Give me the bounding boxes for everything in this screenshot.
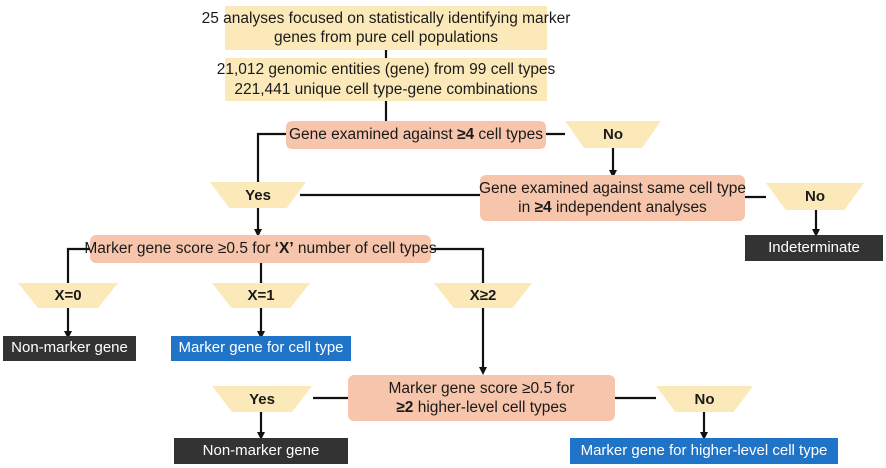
q2-line-1: Gene examined against same cell type — [478, 179, 747, 197]
gene-examined-analyses-box: Gene examined against same cell type in … — [478, 175, 747, 221]
start-line-1: 25 analyses focused on statistically ide… — [201, 9, 571, 27]
non-marker-gene-box-1: Non-marker gene — [3, 336, 136, 361]
marker-score-higher-level-box: Marker gene score ≥0.5 for ≥2 higher-lev… — [348, 375, 615, 421]
connector-q3-x2 — [431, 247, 485, 283]
entities-box: 21,012 genomic entities (gene) from 99 c… — [217, 58, 555, 101]
gene-examined-cell-types-box: Gene examined against ≥4 cell types — [286, 121, 546, 149]
connector-q1-yes — [256, 132, 286, 182]
no-label-1: No — [565, 121, 661, 148]
entities-line-2: 221,441 unique cell type-gene combinatio… — [234, 80, 538, 98]
x1-label: X=1 — [212, 283, 310, 308]
start-line-2: genes from pure cell populations — [273, 29, 499, 46]
no-label-3: No — [656, 386, 753, 412]
connector-q3-x0 — [66, 247, 90, 283]
marker-score-x-box: Marker gene score ≥0.5 for ‘X’ number of… — [84, 235, 437, 263]
marker-gene-cell-type-box: Marker gene for cell type — [171, 336, 351, 361]
non-marker-gene-box-2: Non-marker gene — [174, 438, 348, 464]
indeterminate-box: Indeterminate — [745, 235, 883, 261]
q4-line-1: Marker gene score ≥0.5 for — [388, 379, 575, 397]
start-box: 25 analyses focused on statistically ide… — [202, 6, 570, 50]
marker-gene-higher-level-box: Marker gene for higher-level cell type — [570, 438, 838, 464]
entities-line-1: 21,012 genomic entities (gene) from 99 c… — [216, 61, 556, 79]
